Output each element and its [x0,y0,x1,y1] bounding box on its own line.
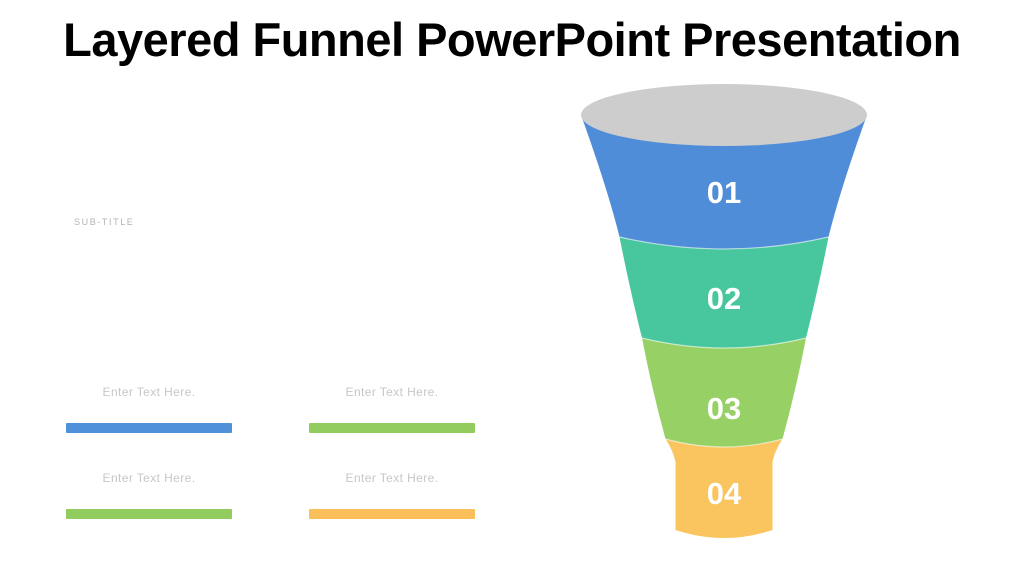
funnel-label-04: 04 [707,476,742,511]
placeholder-text: Enter Text Here. [345,385,439,399]
placeholder-text: Enter Text Here. [102,385,196,399]
funnel-label-01: 01 [707,175,741,210]
funnel-separator-2 [641,337,807,349]
subtitle-label[interactable]: SUB-TITLE [74,217,135,227]
funnel-label-03: 03 [707,391,741,426]
text-placeholder-3[interactable]: Enter Text Here. [66,471,232,519]
placeholder-underline-bar [309,423,475,433]
placeholder-text: Enter Text Here. [102,471,196,485]
funnel-layer-01[interactable] [581,115,867,249]
funnel-layer-03[interactable] [642,338,806,447]
funnel-layer-04[interactable] [665,439,783,538]
funnel-layer-02[interactable] [619,237,829,348]
text-placeholder-2[interactable]: Enter Text Here. [309,385,475,433]
funnel-diagram: 01 02 03 04 [581,84,867,538]
placeholder-text: Enter Text Here. [345,471,439,485]
funnel-separator-3 [665,438,783,448]
placeholder-underline-bar [309,509,475,519]
funnel-label-02: 02 [707,281,741,316]
slide-title[interactable]: Layered Funnel PowerPoint Presentation [63,13,961,66]
placeholder-underline-bar [66,423,232,433]
text-placeholder-1[interactable]: Enter Text Here. [66,385,232,433]
text-placeholder-4[interactable]: Enter Text Here. [309,471,475,519]
placeholder-underline-bar [66,509,232,519]
funnel-separator-1 [619,236,829,250]
funnel-top-ellipse[interactable] [581,84,867,146]
